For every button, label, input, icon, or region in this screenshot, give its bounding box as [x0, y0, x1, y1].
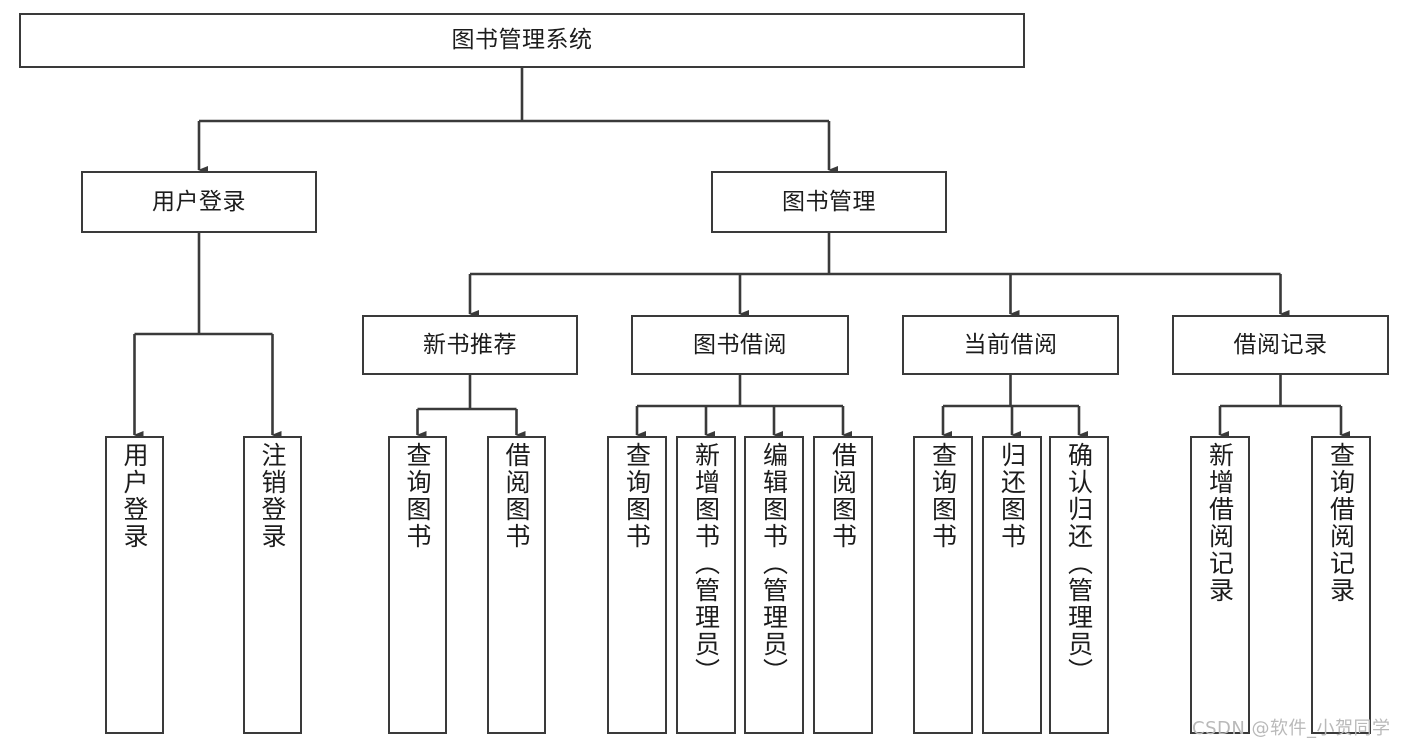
- node-label: 图书管理系统: [451, 27, 593, 54]
- node-book-management[interactable]: 图书管理: [711, 171, 947, 233]
- node-leaf-add-record[interactable]: 新增借阅记录: [1190, 436, 1250, 734]
- node-leaf-add-book[interactable]: 新增图书（管理员）: [676, 436, 736, 734]
- node-leaf-query-book-2[interactable]: 查询图书: [607, 436, 667, 734]
- node-leaf-query-book-1[interactable]: 查询图书: [388, 436, 447, 734]
- node-label: 借阅图书: [828, 442, 858, 550]
- node-label: 图书借阅: [693, 331, 787, 358]
- node-leaf-confirm-return[interactable]: 确认归还（管理员）: [1049, 436, 1109, 734]
- node-label: 借阅记录: [1233, 331, 1328, 358]
- node-leaf-query-book-3[interactable]: 查询图书: [913, 436, 973, 734]
- node-leaf-query-record[interactable]: 查询借阅记录: [1311, 436, 1371, 734]
- node-label: 当前借阅: [963, 331, 1058, 358]
- node-leaf-edit-book[interactable]: 编辑图书（管理员）: [744, 436, 804, 734]
- node-label: 注销登录: [258, 442, 287, 550]
- node-root[interactable]: 图书管理系统: [19, 13, 1025, 68]
- node-label: 确认归还（管理员）: [1064, 442, 1094, 685]
- node-label: 新增图书（管理员）: [691, 442, 721, 685]
- node-leaf-return-book[interactable]: 归还图书: [982, 436, 1042, 734]
- node-label: 查询图书: [403, 442, 432, 550]
- node-label: 查询图书: [928, 442, 958, 550]
- node-user-login[interactable]: 用户登录: [81, 171, 317, 233]
- node-leaf-borrow-book-2[interactable]: 借阅图书: [813, 436, 873, 734]
- node-label: 查询图书: [622, 442, 652, 550]
- node-label: 归还图书: [997, 442, 1027, 550]
- node-book-borrow[interactable]: 图书借阅: [631, 315, 849, 375]
- node-label: 编辑图书（管理员）: [759, 442, 789, 685]
- node-label: 新增借阅记录: [1205, 442, 1235, 604]
- node-label: 用户登录: [120, 442, 149, 550]
- node-label: 新书推荐: [423, 331, 517, 358]
- node-leaf-logout[interactable]: 注销登录: [243, 436, 302, 734]
- node-new-book-recommend[interactable]: 新书推荐: [362, 315, 578, 375]
- node-label: 用户登录: [152, 188, 246, 215]
- node-current-borrow[interactable]: 当前借阅: [902, 315, 1119, 375]
- node-leaf-user-login[interactable]: 用户登录: [105, 436, 164, 734]
- node-label: 借阅图书: [502, 442, 531, 550]
- node-leaf-borrow-book-1[interactable]: 借阅图书: [487, 436, 546, 734]
- node-label: 图书管理: [782, 188, 876, 215]
- node-borrow-record[interactable]: 借阅记录: [1172, 315, 1389, 375]
- node-label: 查询借阅记录: [1326, 442, 1356, 604]
